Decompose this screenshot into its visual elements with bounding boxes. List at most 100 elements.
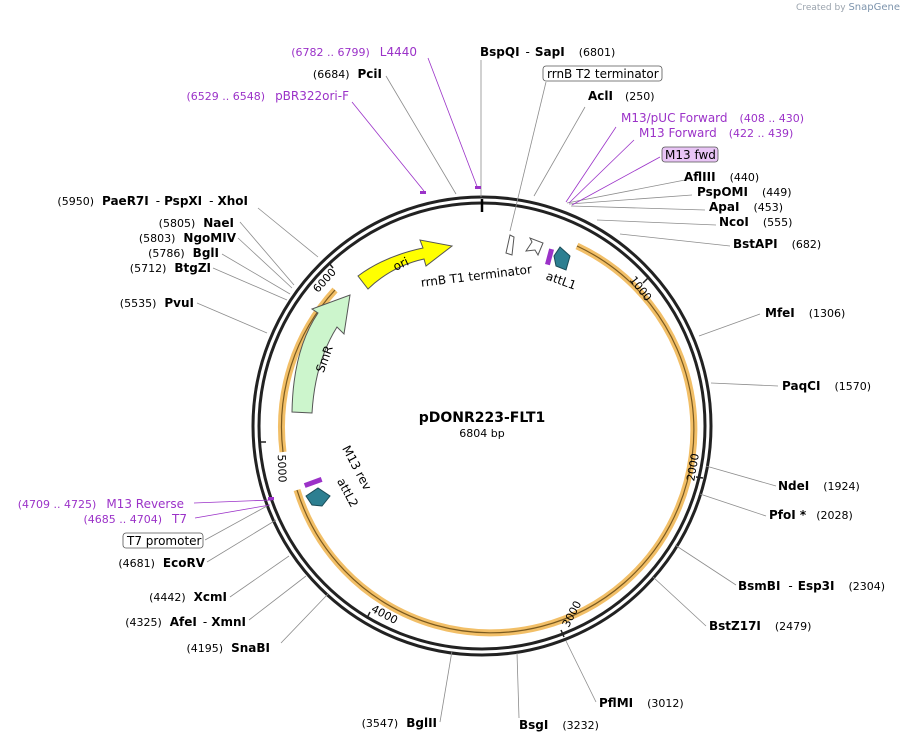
- svg-text:PspOMI(449): PspOMI(449): [697, 185, 792, 199]
- primer-leaders: [193, 57, 661, 519]
- svg-text:BstAPI(682): BstAPI(682): [733, 237, 821, 251]
- tick-5000: 5000: [275, 454, 289, 482]
- site-pos-acli: (250): [625, 90, 655, 103]
- svg-text:(5803)NgoMIV: (5803)NgoMIV: [139, 231, 237, 245]
- site-label-bsgi: BsgI: [519, 718, 548, 732]
- primer-pos-l4440: (6782 .. 6799): [291, 46, 370, 59]
- site-label-apai: ApaI: [709, 200, 739, 214]
- primer-pos-pbr322ori-f: (6529 .. 6548): [187, 90, 266, 103]
- site-label-xcmi: XcmI: [194, 590, 227, 604]
- site-label-aflIII: AflIII: [684, 170, 716, 184]
- primer-label-m13-forward: M13 Forward: [639, 126, 717, 140]
- svg-text:AflIII(440): AflIII(440): [684, 170, 759, 184]
- site-label-ncoi: NcoI: [719, 215, 749, 229]
- site-label-bgli: BglI: [193, 246, 219, 260]
- site-pos-pspomi: (449): [762, 186, 792, 199]
- site-pos-naei: (5805): [159, 217, 196, 230]
- attl2-arrow: [305, 487, 331, 507]
- svg-text:(6782 .. 6799)L4440: (6782 .. 6799) L4440: [291, 45, 417, 59]
- rrnb-t1-arrow-2: [524, 237, 544, 257]
- primer-label-m13-reverse: M13 Reverse: [106, 497, 184, 511]
- site-label-bglii: BglII: [406, 716, 437, 730]
- svg-text:M13/pUC Forward(408 .. 430): M13/pUC Forward (408 .. 430): [621, 111, 804, 125]
- svg-text:BsmBI-Esp3I(2304): BsmBI-Esp3I(2304): [738, 579, 885, 593]
- svg-text:AclI(250): AclI (250): [588, 89, 655, 103]
- m13-rev-primer-bar: [303, 477, 323, 488]
- primer-labels: (6782 .. 6799) L4440 (6529 .. 6548)pBR322…: [18, 45, 804, 526]
- site-label-xhoi: XhoI: [217, 194, 248, 208]
- svg-text:BsgI(3232): BsgI(3232): [519, 718, 599, 732]
- svg-text:(4681)EcoRV: (4681)EcoRV: [118, 556, 205, 570]
- site-pos-snabi: (4195): [187, 642, 224, 655]
- snapgene-credit: Created by SnapGene: [796, 2, 900, 13]
- site-label-pflmi: PflMI: [599, 696, 633, 710]
- svg-text:NdeI(1924): NdeI (1924): [778, 479, 860, 493]
- site-label-ecorv: EcoRV: [163, 556, 206, 570]
- site-label-naei: NaeI: [203, 216, 234, 230]
- site-pos-paqci: (1570): [834, 380, 871, 393]
- svg-text:M13 Forward(422 .. 439): M13 Forward(422 .. 439): [639, 126, 793, 140]
- rrnb-t1-label: rrnB T1 terminator: [420, 262, 533, 290]
- site-label-bstapi: BstAPI: [733, 237, 778, 251]
- site-pos-ngomiv: (5803): [139, 232, 176, 245]
- svg-text:(5786)BglI: (5786) BglI: [148, 246, 219, 260]
- svg-text:(4195)SnaBI: (4195)SnaBI: [187, 641, 270, 655]
- site-pos-bstz17i: (2479): [775, 620, 812, 633]
- credit-prefix: Created by: [796, 3, 846, 13]
- m13-fwd-box-label: M13 fwd: [665, 148, 716, 162]
- site-pos-bspqi: (6801): [579, 46, 616, 59]
- site-pos-pfoi: (2028): [816, 509, 853, 522]
- svg-text:(3547)BglII: (3547)BglII: [362, 716, 437, 730]
- svg-text:PflMI(3012): PflMI (3012): [599, 696, 684, 710]
- site-label-pcii: PciI: [358, 67, 383, 81]
- site-label-bstz17i: BstZ17I: [709, 619, 761, 633]
- site-label-paer7i: PaeR7I: [102, 194, 149, 208]
- svg-text:(6529 .. 6548)pBR322ori-F: (6529 .. 6548)pBR322ori-F: [187, 89, 350, 103]
- orf-band-right-core: [296, 245, 695, 634]
- svg-text:(4325)AfeI-XmnI: (4325)AfeI-XmnI: [125, 615, 246, 629]
- enzyme-leaders: [196, 60, 779, 723]
- svg-text:PaqCI(1570): PaqCI(1570): [782, 379, 871, 393]
- site-label-sapi: SapI: [535, 45, 565, 59]
- site-pos-pflmi: (3012): [647, 697, 684, 710]
- site-pos-paer7i: (5950): [57, 195, 94, 208]
- site-pos-pvui: (5535): [120, 297, 157, 310]
- rrnb-t2-label: rrnB T2 terminator: [547, 67, 659, 81]
- tick-2000: 2000: [684, 452, 702, 482]
- plasmid-name: pDONR223-FLT1: [419, 410, 546, 426]
- svg-text:ApaI(453): ApaI (453): [709, 200, 783, 214]
- svg-text:BstZ17I(2479): BstZ17I (2479): [709, 619, 811, 633]
- site-pos-afei: (4325): [125, 616, 162, 629]
- site-label-pfoi: PfoI *: [769, 508, 807, 522]
- plasmid-length: 6804 bp: [459, 427, 504, 440]
- site-label-esp3i: Esp3I: [798, 579, 835, 593]
- site-pos-apai: (453): [753, 201, 783, 214]
- snapgene-logo: SnapGene: [848, 2, 900, 13]
- svg-text:(5712)BtgZI: (5712) BtgZI: [130, 261, 211, 275]
- svg-text:PfoI *(2028): PfoI * (2028): [769, 508, 853, 522]
- svg-text:(5535)PvuI: (5535)PvuI: [120, 296, 194, 310]
- svg-text:(5950)PaeR7I-PspXI-XhoI: (5950)PaeR7I-PspXI-XhoI: [57, 194, 248, 208]
- svg-text:(4709 .. 4725)M13 Reverse: (4709 .. 4725)M13 Reverse: [18, 497, 184, 511]
- site-pos-ndei: (1924): [823, 480, 860, 493]
- site-pos-pcii: (6684): [313, 68, 350, 81]
- site-pos-ncoi: (555): [763, 216, 793, 229]
- site-pos-btgzi: (5712): [130, 262, 167, 275]
- site-label-acli: AclI: [588, 89, 613, 103]
- site-label-bspqi: BspQI: [480, 45, 520, 59]
- t7-promoter-label: T7 promoter: [126, 534, 202, 548]
- svg-text:MfeI(1306): MfeI(1306): [765, 306, 845, 320]
- primer-pos-m13-puc-forward: (408 .. 430): [740, 112, 805, 125]
- primer-label-l4440: L4440: [380, 45, 417, 59]
- m13-fwd-primer-bar: [545, 248, 555, 266]
- site-label-ndei: NdeI: [778, 479, 809, 493]
- backbone-outer-ring: [251, 195, 713, 657]
- primer-label-m13-puc-forward: M13/pUC Forward: [621, 111, 728, 125]
- site-label-btgzi: BtgZI: [174, 261, 211, 275]
- svg-text:(6684)PciI: (6684) PciI: [313, 67, 382, 81]
- site-pos-bsmbi: (2304): [849, 580, 886, 593]
- svg-text:NcoI(555): NcoI (555): [719, 215, 792, 229]
- site-pos-bgli: (5786): [148, 247, 185, 260]
- site-label-xmni: XmnI: [211, 615, 246, 629]
- svg-text:(5805)NaeI: (5805) NaeI: [159, 216, 234, 230]
